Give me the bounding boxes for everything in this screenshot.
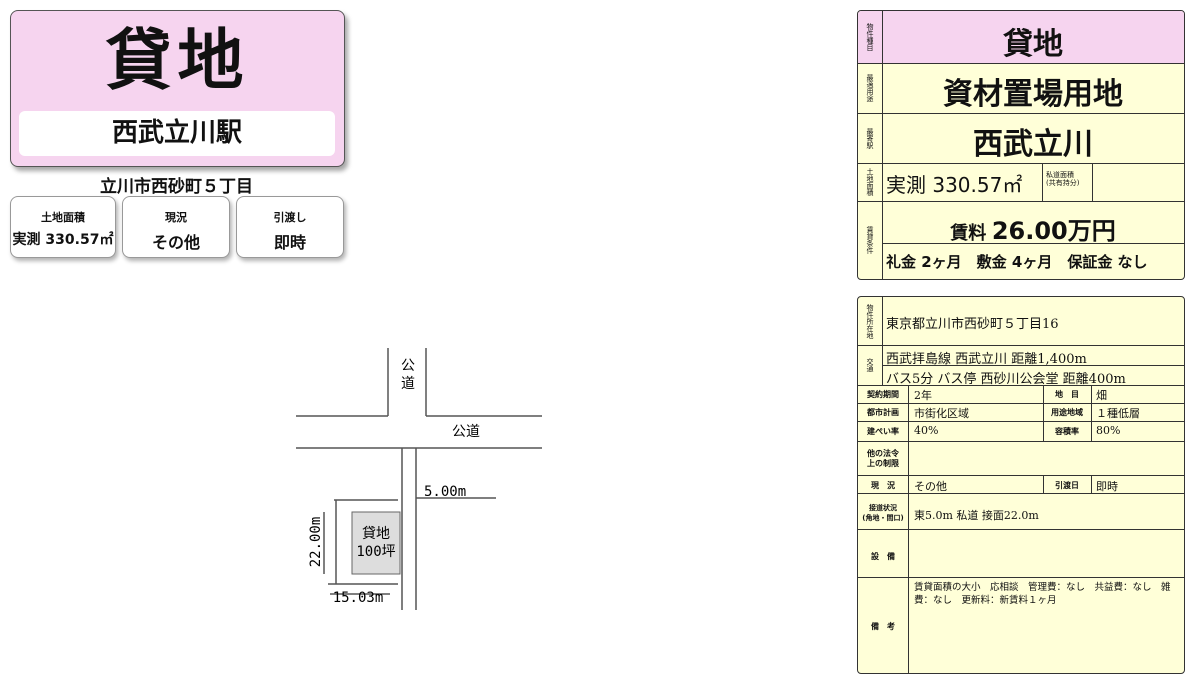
stat-value: 実測 330.57㎡ <box>12 232 114 248</box>
contract-value: 2年 <box>914 389 932 402</box>
row-label: 物件種目 <box>858 11 883 63</box>
road-label-horizontal: 公道 <box>452 424 480 440</box>
use-value: 資材置場用地 <box>943 77 1123 112</box>
location-value: 東京都立川市西砂町５丁目16 <box>886 317 1059 332</box>
stat-handover: 引渡し 即時 <box>236 196 344 258</box>
handover-value: 即時 <box>1096 480 1118 493</box>
lot-label-1: 貸地 <box>362 526 390 542</box>
plan-label: 都市計画 <box>867 408 899 417</box>
access-label: 接道状況 (角地・間口) <box>862 504 904 522</box>
title-card: 貸地 西武立川駅 <box>10 10 345 167</box>
deposit-line: 礼金 2ヶ月 敷金 4ヶ月 保証金 なし <box>886 253 1148 271</box>
plan-value: 市街化区域 <box>914 407 969 420</box>
road-width-label: 5.00m <box>424 484 466 500</box>
transport-line-1: 西武拝島線 西武立川 距離1,400m <box>886 352 1087 367</box>
summary-row-area: 土地面積 実測 330.57㎡ 私道面積 (共有持分) <box>858 163 1184 202</box>
stat-label: 引渡し <box>273 211 307 224</box>
access-value: 東5.0m 私道 接面22.0m <box>914 509 1039 522</box>
status-label: 現 況 <box>871 481 895 490</box>
summary-row-station: 最寄駅 西武立川 <box>858 113 1184 164</box>
zone-value: １種低層 <box>1096 407 1140 420</box>
address: 立川市西砂町５丁目 <box>100 177 253 197</box>
summary-panel: 物件種目 貸地 最適用途 資材置場用地 最寄駅 西武立川 土地面積 実測 330… <box>857 10 1185 280</box>
site-map: 公 道 公道 5.00m 貸地 100坪 22.00m 15.03m <box>296 348 542 610</box>
stat-label: 現況 <box>165 211 187 224</box>
contract-label: 契約期間 <box>867 390 899 399</box>
station-name: 西武立川駅 <box>19 111 335 156</box>
rent-line: 賃料 26.00万円 <box>882 211 1184 246</box>
facility-label: 設 備 <box>871 552 895 561</box>
status-value: その他 <box>914 480 947 493</box>
type-value: 貸地 <box>1003 27 1063 62</box>
stat-value: 即時 <box>273 233 306 252</box>
zone-label: 用途地域 <box>1051 408 1083 417</box>
stat-land-area: 土地面積 実測 330.57㎡ <box>10 196 116 258</box>
remarks-label: 備 考 <box>871 622 895 631</box>
row-label: 土地面積 <box>858 163 883 201</box>
far-value: 80% <box>1096 424 1121 437</box>
rent-prefix: 賃料 <box>950 223 987 244</box>
bcr-value: 40% <box>914 424 939 437</box>
landcat-value: 畑 <box>1096 389 1107 402</box>
road-label-vertical-2: 道 <box>401 376 415 392</box>
stat-value: その他 <box>151 233 200 252</box>
far-label: 容積率 <box>1055 427 1079 436</box>
private-road-label: 私道面積 (共有持分) <box>1046 171 1080 187</box>
road-label-vertical-1: 公 <box>401 358 415 374</box>
rent-value: 26.00万円 <box>991 217 1116 245</box>
transport-line-2: バス5分 バス停 西砂川公会堂 距離400m <box>886 372 1126 387</box>
law-label: 他の法令 上の制限 <box>867 449 899 468</box>
row-label: 最寄駅 <box>858 113 883 163</box>
location-label: 物件所在地 <box>858 297 883 345</box>
stat-status: 現況 その他 <box>122 196 230 258</box>
summary-row-terms: 賃貸条件 賃料 26.00万円 礼金 2ヶ月 敷金 4ヶ月 保証金 なし <box>858 201 1184 279</box>
landcat-label: 地 目 <box>1055 390 1079 399</box>
bcr-label: 建ぺい率 <box>867 427 899 436</box>
depth-label: 22.00m <box>308 517 324 568</box>
stat-label: 土地面積 <box>41 211 85 224</box>
handover-label: 引渡日 <box>1055 481 1079 490</box>
details-panel: 物件所在地 東京都立川市西砂町５丁目16 交通 西武拝島線 西武立川 距離1,4… <box>857 296 1185 674</box>
row-label: 賃貸条件 <box>858 201 883 279</box>
remarks-value: 賃貸面積の大小 応相談 管理費：なし 共益費：なし 雑費：なし 更新料：新賃料１… <box>914 582 1171 606</box>
listing-type-title: 貸地 <box>105 22 250 99</box>
station-value: 西武立川 <box>973 127 1093 162</box>
lot-rect <box>351 511 401 575</box>
summary-row-use: 最適用途 資材置場用地 <box>858 63 1184 114</box>
frontage-label: 15.03m <box>333 590 384 606</box>
transport-label: 交通 <box>858 345 883 385</box>
summary-row-type: 物件種目 貸地 <box>858 11 1184 64</box>
lot-label-2: 100坪 <box>356 544 395 560</box>
area-value: 実測 330.57㎡ <box>886 173 1023 197</box>
road-lines <box>296 348 542 610</box>
row-label: 最適用途 <box>858 63 883 113</box>
